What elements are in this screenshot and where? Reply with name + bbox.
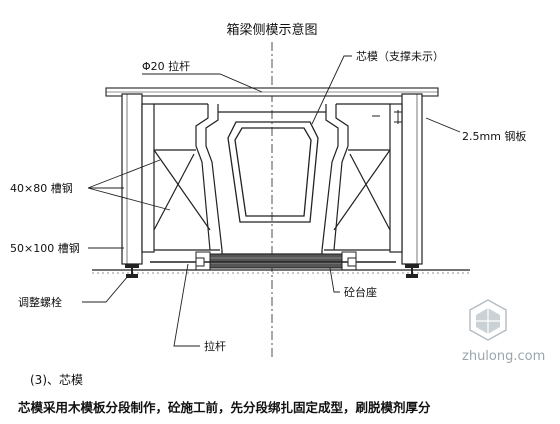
right-side-form xyxy=(321,93,423,265)
label-core-form: 芯模（支撑未示） xyxy=(356,49,444,63)
label-channel-50x100: 50×100 槽钢 xyxy=(10,242,80,255)
steel-plate-mark xyxy=(372,110,402,124)
concrete-base xyxy=(195,251,357,271)
zhulong-logo-icon xyxy=(469,299,507,341)
section-body-text: 芯模采用木模板分段制作，砼施工前，先分段绑扎固定成型，刷脱模剂厚分 xyxy=(18,400,431,415)
section-heading: (3)、芯模 xyxy=(30,373,83,387)
diagram-title: 箱梁侧模示意图 xyxy=(226,22,317,38)
top-tie-rod xyxy=(105,87,439,97)
label-adjust-bolt: 调整螺栓 xyxy=(18,295,62,309)
leader-lines xyxy=(82,55,461,347)
adjust-bolt-right xyxy=(405,264,419,278)
label-concrete-base: 砼台座 xyxy=(344,285,377,299)
bottom-tie-rod xyxy=(150,257,396,267)
adjust-bolt-left xyxy=(125,264,139,278)
label-channel-40x80: 40×80 槽钢 xyxy=(10,182,73,195)
label-steel-plate: 2.5mm 钢板 xyxy=(462,129,526,143)
left-side-form xyxy=(121,93,223,265)
watermark-text: zhulong.com xyxy=(462,349,545,364)
label-tie-rod-bottom: 拉杆 xyxy=(204,339,226,353)
core-form xyxy=(227,121,319,223)
label-tie-rod-top: Φ20 拉杆 xyxy=(142,59,190,73)
